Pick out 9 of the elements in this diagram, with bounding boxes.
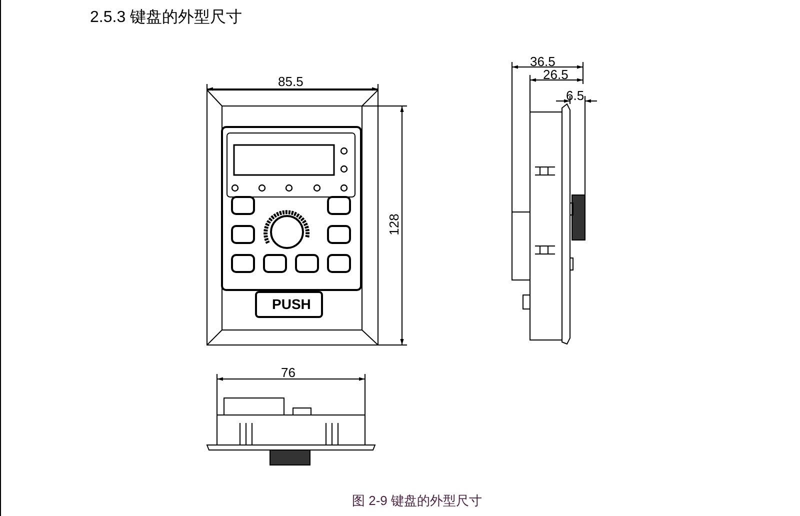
figure-caption: 图 2-9 键盘的外型尺寸 — [352, 494, 482, 507]
section-heading: 2.5.3 键盘的外型尺寸 — [90, 10, 242, 26]
dimension-label: 26.5 — [543, 68, 568, 81]
dimension-label: 128 — [387, 214, 400, 236]
button-label: PUSH — [272, 297, 311, 311]
dimension-label: 6.5 — [566, 89, 584, 102]
dimension-label: 85.5 — [278, 75, 304, 88]
dimension-label: 76 — [281, 366, 296, 379]
dimension-label: 36.5 — [530, 55, 556, 68]
